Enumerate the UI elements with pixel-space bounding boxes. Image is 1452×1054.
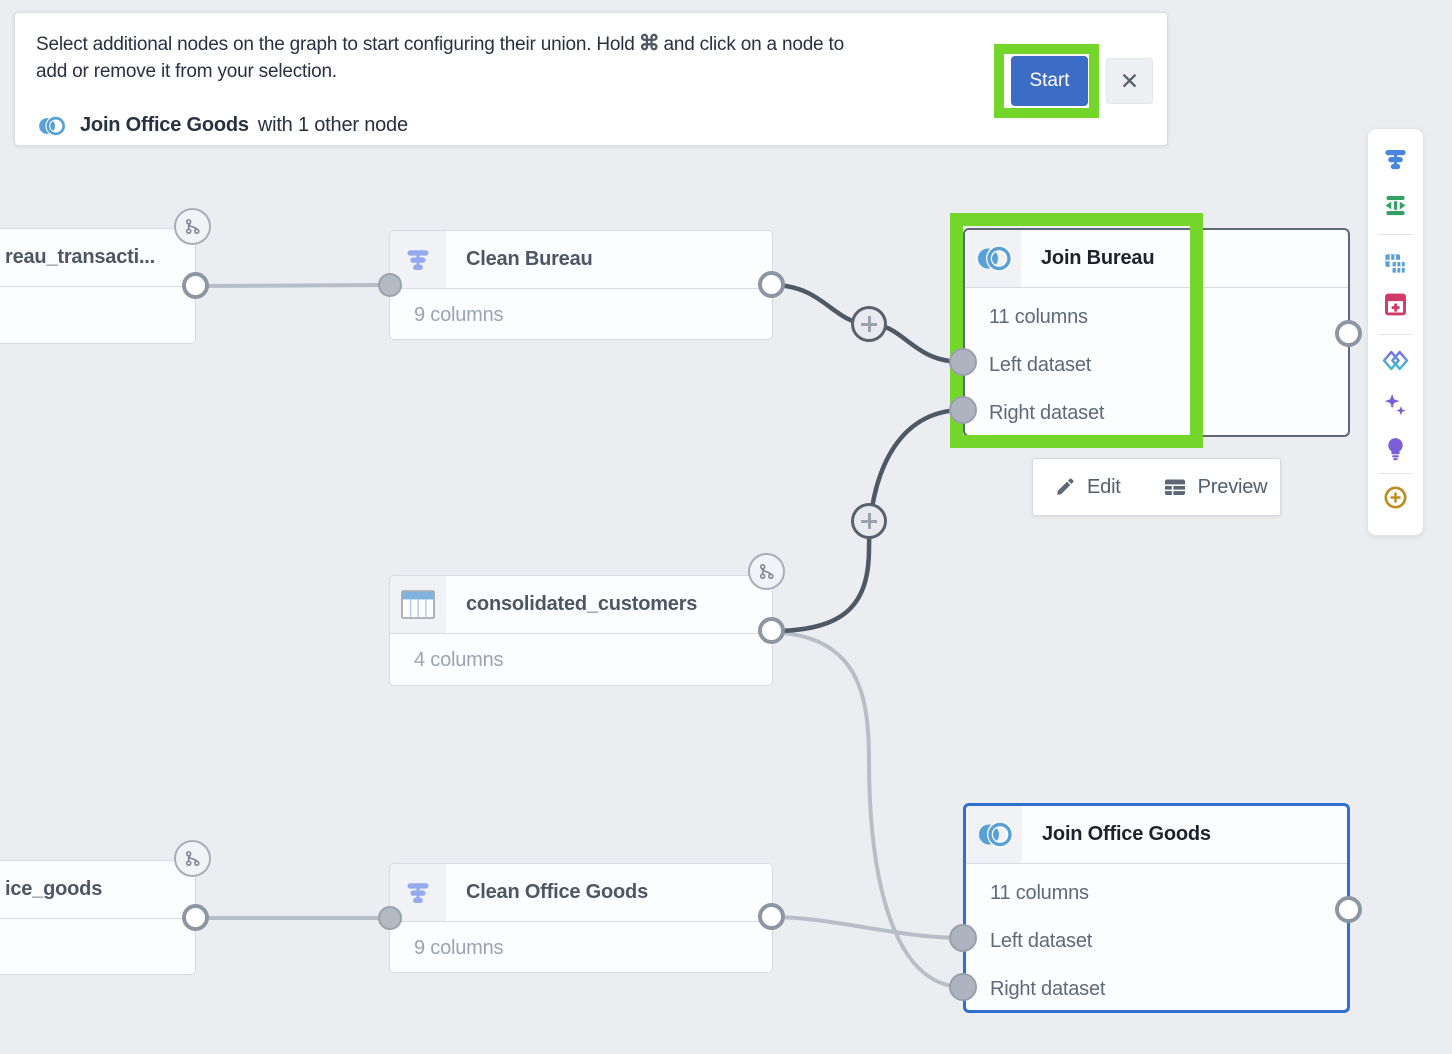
node-columns: 11 columns <box>990 881 1089 904</box>
node-header: Clean Office Goods <box>390 864 772 922</box>
add-node-on-edge-button[interactable] <box>851 306 887 342</box>
union-config-banner: Select additional nodes on the graph to … <box>14 12 1168 146</box>
node-columns: 11 columns <box>989 305 1088 328</box>
node-consolidated-customers[interactable]: consolidated_customers 4 columns <box>389 575 773 686</box>
node-title: reau_transacti... <box>5 246 156 268</box>
node-header: reau_transacti... <box>0 229 195 287</box>
join-venn-icon <box>966 806 1022 863</box>
divider <box>1378 334 1413 335</box>
node-join-bureau[interactable]: Join Bureau 11 columns Left dataset Righ… <box>963 228 1350 437</box>
node-header: Join Office Goods <box>966 806 1347 864</box>
edge <box>195 283 391 288</box>
union-transform-icon[interactable] <box>1382 346 1410 374</box>
node-header: consolidated_customers <box>390 576 772 634</box>
node-context-bar: Edit Preview <box>1032 458 1281 516</box>
output-port[interactable] <box>758 271 785 298</box>
add-node-on-edge-button[interactable] <box>851 503 887 539</box>
node-title: Join Office Goods <box>1042 823 1211 845</box>
node-title: Join Bureau <box>1041 247 1155 269</box>
join-venn-icon <box>39 115 66 136</box>
command-key-icon: ⌘ <box>638 32 660 55</box>
right-dataset-port[interactable] <box>949 396 977 424</box>
right-dataset-label: Right dataset <box>989 401 1105 424</box>
node-title: consolidated_customers <box>466 593 698 615</box>
pencil-icon <box>1057 478 1074 495</box>
left-dataset-label: Left dataset <box>989 353 1092 376</box>
node-title: Clean Office Goods <box>466 881 648 903</box>
dataset-table-icon <box>390 576 446 633</box>
edit-label: Edit <box>1087 475 1121 498</box>
right-dataset-label: Right dataset <box>990 977 1106 1000</box>
banner-text-segment: Select additional nodes on the graph to … <box>36 34 635 55</box>
right-dataset-port[interactable] <box>949 973 977 1001</box>
preview-button[interactable]: Preview <box>1142 459 1289 515</box>
table-icon <box>1164 479 1185 495</box>
reshape-transform-icon[interactable] <box>1382 191 1410 219</box>
branch-button[interactable] <box>748 553 785 590</box>
node-title: ice_goods <box>5 878 103 900</box>
suggestions-bulb-icon[interactable] <box>1382 434 1410 462</box>
ai-sparkles-icon[interactable] <box>1382 390 1410 418</box>
add-node-icon[interactable] <box>1382 483 1410 511</box>
branch-button[interactable] <box>174 840 211 877</box>
output-port[interactable] <box>182 904 209 931</box>
input-port[interactable] <box>378 273 402 297</box>
edge <box>771 407 964 634</box>
selection-summary: Join Office Goods with 1 other node <box>36 114 408 137</box>
banner-instruction-line2: add or remove it from your selection. <box>36 61 337 82</box>
output-port[interactable] <box>758 903 785 930</box>
node-clean-office-goods[interactable]: Clean Office Goods 9 columns <box>389 863 773 973</box>
node-clean-bureau[interactable]: Clean Bureau 9 columns <box>389 230 773 340</box>
clean-transform-icon[interactable] <box>1382 145 1410 173</box>
left-dataset-port[interactable] <box>949 348 977 376</box>
edge <box>771 915 964 940</box>
branch-button[interactable] <box>174 208 211 245</box>
edge <box>771 630 964 989</box>
banner-text-segment: and click on a node to <box>663 34 845 55</box>
node-header: ice_goods <box>0 861 195 919</box>
node-title: Clean Bureau <box>466 248 593 270</box>
selection-node-label: Join Office Goods <box>80 114 249 136</box>
transform-toolbar <box>1367 128 1424 536</box>
divider <box>1378 473 1413 474</box>
node-office-goods[interactable]: ice_goods <box>0 860 196 975</box>
join-datasets-icon[interactable] <box>1382 250 1410 278</box>
branch-icon <box>185 218 200 235</box>
join-venn-icon <box>965 230 1021 287</box>
node-header: Join Bureau <box>965 230 1348 288</box>
node-columns: 4 columns <box>414 648 504 671</box>
close-banner-button[interactable]: ✕ <box>1106 58 1153 104</box>
clean-transform-icon <box>390 231 446 288</box>
branch-icon <box>759 563 774 580</box>
divider <box>1378 234 1413 235</box>
create-table-icon[interactable] <box>1382 290 1410 318</box>
edit-button[interactable]: Edit <box>1033 459 1142 515</box>
node-bureau-transactions[interactable]: reau_transacti... <box>0 228 196 344</box>
output-port[interactable] <box>758 617 785 644</box>
banner-instruction-line1: Select additional nodes on the graph to … <box>36 30 844 59</box>
selection-suffix: with 1 other node <box>257 114 408 136</box>
start-button[interactable]: Start <box>1011 56 1088 106</box>
node-join-office-goods[interactable]: Join Office Goods 11 columns Left datase… <box>963 803 1350 1013</box>
preview-label: Preview <box>1197 475 1268 498</box>
output-port[interactable] <box>1335 320 1362 347</box>
branch-icon <box>185 850 200 867</box>
input-port[interactable] <box>378 906 402 930</box>
left-dataset-port[interactable] <box>949 924 977 952</box>
output-port[interactable] <box>182 272 209 299</box>
output-port[interactable] <box>1335 896 1362 923</box>
node-columns: 9 columns <box>414 936 504 959</box>
node-columns: 9 columns <box>414 303 504 326</box>
node-header: Clean Bureau <box>390 231 772 289</box>
left-dataset-label: Left dataset <box>990 929 1093 952</box>
